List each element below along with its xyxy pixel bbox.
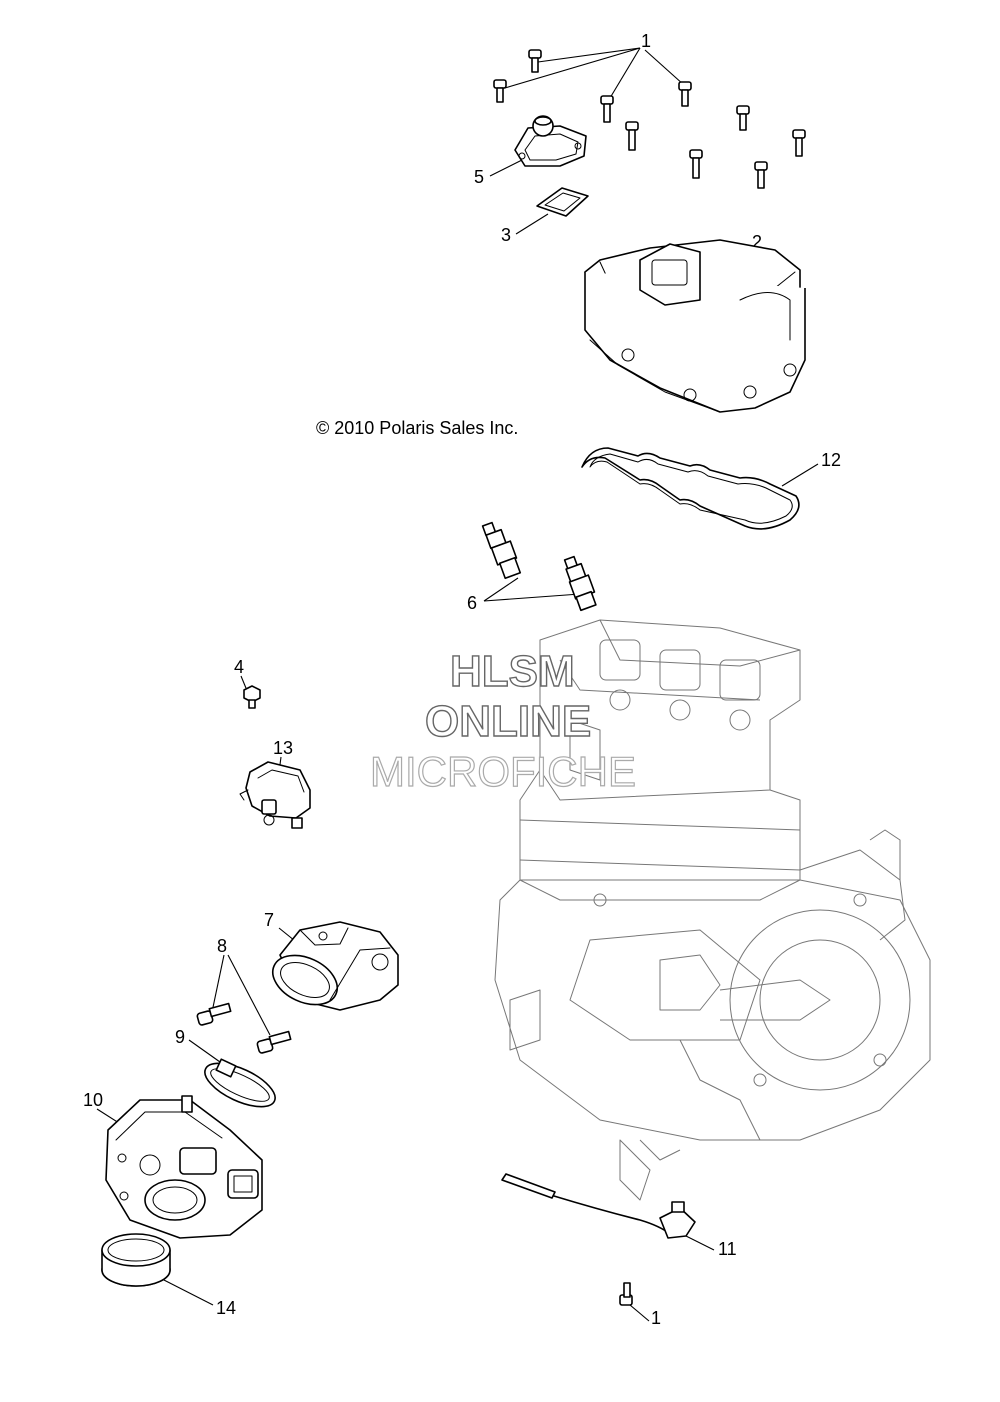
engine-block <box>494 619 931 1201</box>
throttle-sleeve <box>101 1233 171 1287</box>
callout-13: 13 <box>273 738 293 758</box>
speed-sensor <box>501 1173 696 1239</box>
bolt <box>600 95 614 123</box>
breather-gasket <box>536 187 589 217</box>
spark-plug <box>563 555 597 612</box>
breather-cover <box>514 115 587 167</box>
callout-1-bottom: 1 <box>651 1308 661 1328</box>
watermark-line-3: MICROFICHE <box>370 748 636 795</box>
hose-clamp <box>204 1058 276 1108</box>
callout-2: 2 <box>752 232 762 252</box>
callout-5: 5 <box>474 167 484 187</box>
bolt <box>493 79 507 103</box>
throttle-bolt <box>196 1002 232 1026</box>
bolt <box>678 81 692 107</box>
throttle-body <box>105 1095 263 1239</box>
watermark-line-2: ONLINE <box>425 697 591 746</box>
cover-bolts <box>493 49 806 189</box>
bolt <box>736 105 750 131</box>
callout-10: 10 <box>83 1090 103 1110</box>
sensor-bolt <box>243 685 261 709</box>
callout-11: 11 <box>718 1239 737 1259</box>
callout-12: 12 <box>821 450 841 470</box>
callout-7: 7 <box>264 910 274 930</box>
callout-4: 4 <box>234 657 244 677</box>
bolt <box>625 121 639 151</box>
intake-adapter <box>272 921 399 1011</box>
bolt <box>689 149 703 179</box>
callout-3: 3 <box>501 225 511 245</box>
bolt <box>792 129 806 157</box>
sensor-bolt-bottom <box>619 1282 633 1306</box>
watermark-line-1: HLSM <box>450 647 575 696</box>
callout-6: 6 <box>467 593 477 613</box>
bolt <box>528 49 542 73</box>
callout-1-top: 1 <box>641 31 651 51</box>
callout-8: 8 <box>217 936 227 956</box>
throttle-bolt <box>256 1030 292 1054</box>
copyright-notice: © 2010 Polaris Sales Inc. <box>316 418 518 438</box>
callout-9: 9 <box>175 1027 185 1047</box>
callout-14: 14 <box>216 1298 236 1318</box>
watermark: HLSM ONLINE MICROFICHE <box>369 646 636 795</box>
valve-cover-gasket <box>581 447 800 530</box>
map-sensor <box>239 761 311 829</box>
bolt <box>754 161 768 189</box>
valve-cover <box>584 239 806 413</box>
spark-plug <box>481 521 522 580</box>
